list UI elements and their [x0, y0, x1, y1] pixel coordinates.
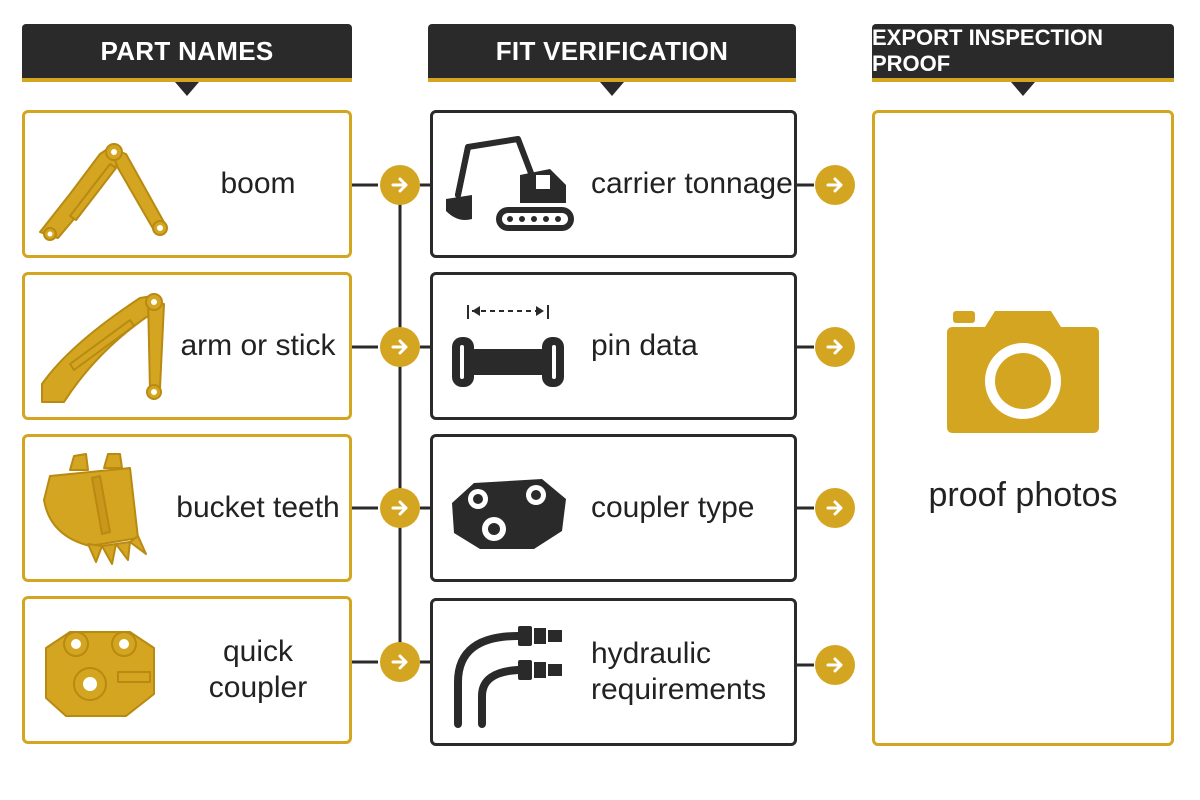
hydraulic-hose-icon: [433, 602, 583, 742]
arrow-right-icon: [380, 488, 420, 528]
coupler-icon: [433, 438, 583, 578]
part-label-arm-or-stick: arm or stick: [180, 329, 336, 362]
part-label-bucket-teeth: bucket teeth: [176, 491, 340, 524]
camera-icon: [943, 301, 1103, 446]
arrow-right-icon: [380, 165, 420, 205]
header-part-names: PART NAMES: [22, 24, 352, 96]
proof-label: proof photos: [928, 476, 1118, 514]
fit-label-pin-data: pin data: [591, 329, 698, 362]
header-export-inspection-proof: EXPORT INSPECTION PROOF: [872, 24, 1174, 96]
fit-card-pin-data: pin data: [430, 272, 797, 420]
fit-label-hydraulic-line1: hydraulic: [591, 637, 712, 670]
boom-icon: [25, 114, 175, 254]
fit-card-coupler-type: coupler type: [430, 434, 797, 582]
part-label-quick-coupler: quick coupler: [208, 635, 308, 704]
part-card-bucket-teeth: bucket teeth: [22, 434, 352, 582]
arm-icon: [25, 276, 175, 416]
part-card-boom: boom: [22, 110, 352, 258]
fit-label-hydraulic-line2: requirements: [591, 673, 767, 706]
arrow-right-icon: [815, 327, 855, 367]
fit-label-coupler-type: coupler type: [591, 491, 755, 524]
part-card-arm-or-stick: arm or stick: [22, 272, 352, 420]
fit-card-carrier-tonnage: carrier tonnage: [430, 110, 797, 258]
fit-label-hydraulic-requirements: hydraulic requirements: [583, 636, 766, 708]
excavator-icon: [433, 114, 583, 254]
arrow-right-icon: [380, 642, 420, 682]
bucket-icon: [25, 438, 175, 578]
header-fit-verification: FIT VERIFICATION: [428, 24, 796, 96]
proof-card: proof photos: [872, 110, 1174, 746]
fit-label-carrier-tonnage: carrier tonnage: [591, 167, 793, 200]
fit-card-hydraulic-requirements: hydraulic requirements: [430, 598, 797, 746]
part-card-quick-coupler: quick coupler: [22, 596, 352, 744]
arrow-right-icon: [815, 645, 855, 685]
part-label-boom: boom: [220, 167, 296, 200]
arrow-right-icon: [380, 327, 420, 367]
arrow-right-icon: [815, 488, 855, 528]
arrow-right-icon: [815, 165, 855, 205]
quick-coupler-icon: [25, 600, 175, 740]
pin-icon: [433, 276, 583, 416]
